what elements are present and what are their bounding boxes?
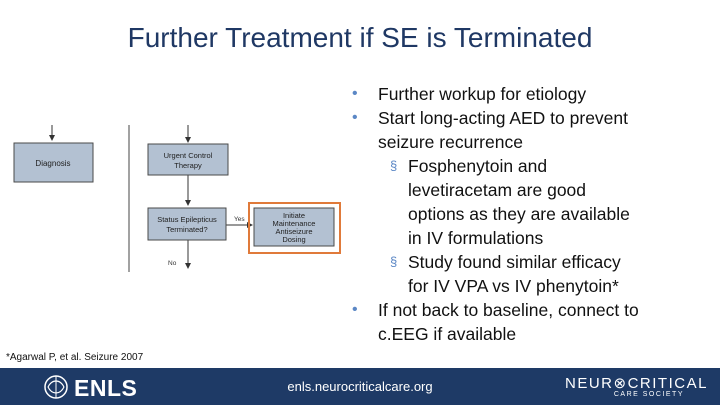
bullet-text: Further workup for etiology bbox=[378, 84, 587, 104]
highlight-frame bbox=[248, 202, 341, 254]
treatment-flowchart: Diagnosis Urgent Control Therapy Status … bbox=[13, 125, 341, 272]
sub-bullet-item: § Study found similar efficacy bbox=[348, 250, 688, 274]
no-label: No bbox=[168, 260, 177, 267]
bullet-text: If not back to baseline, connect to bbox=[378, 300, 639, 320]
sub-bullet-text: in IV formulations bbox=[408, 228, 544, 248]
bullet-text: c.EEG if available bbox=[378, 324, 517, 344]
sub-bullet-continuation: levetiracetam are good bbox=[348, 178, 688, 202]
bullet-continuation: seizure recurrence bbox=[348, 130, 688, 154]
sub-bullet-continuation: for IV VPA vs IV phenytoin* bbox=[348, 274, 688, 298]
initiate-label-2: Maintenance bbox=[273, 219, 316, 228]
urgent-control-label-2: Therapy bbox=[174, 161, 202, 170]
status-epilepticus-box bbox=[147, 207, 227, 241]
enls-logo-icon bbox=[44, 375, 68, 399]
slide-title: Further Treatment if SE is Terminated bbox=[127, 22, 593, 53]
initiate-maintenance-box bbox=[253, 207, 335, 247]
enls-logo-text: ENLS bbox=[74, 375, 138, 401]
sub-bullet-text: Fosphenytoin and bbox=[408, 156, 548, 176]
diagnosis-box bbox=[13, 142, 94, 183]
initiate-label-1: Initiate bbox=[283, 211, 305, 220]
square-bullet-icon: § bbox=[390, 158, 398, 173]
citation: *Agarwal P, et al. Seizure 2007 bbox=[6, 352, 144, 363]
bullet-list: • Further workup for etiology • Start long… bbox=[348, 82, 688, 346]
initiate-label-4: Dosing bbox=[282, 235, 305, 244]
sub-bullet-text: levetiracetam are good bbox=[408, 180, 587, 200]
initiate-label-3: Antiseizure bbox=[275, 227, 312, 236]
bullet-dot-icon: • bbox=[352, 85, 358, 102]
bullet-dot-icon: • bbox=[352, 301, 358, 318]
bullet-item: • Start long-acting AED to prevent bbox=[348, 106, 688, 130]
urgent-control-box bbox=[147, 143, 229, 176]
yes-label: Yes bbox=[234, 216, 245, 223]
neurocritical-care-society-logo: NEUR⊗CRITICAL CARE SOCIETY bbox=[560, 372, 710, 402]
bullet-dot-icon: • bbox=[352, 109, 358, 126]
bullet-item: • Further workup for etiology bbox=[348, 82, 688, 106]
footer-bar: ENLS enls.neurocriticalcare.org NEUR⊗CRI… bbox=[0, 368, 720, 405]
square-bullet-icon: § bbox=[390, 254, 398, 269]
bullet-text: Start long-acting AED to prevent bbox=[378, 108, 628, 128]
bullet-item: • If not back to baseline, connect to bbox=[348, 298, 688, 322]
diagnosis-label: Diagnosis bbox=[35, 159, 70, 168]
status-epilepticus-label-1: Status Epilepticus bbox=[157, 215, 217, 224]
sub-bullet-text: options as they are available bbox=[408, 204, 630, 224]
sub-bullet-text: Study found similar efficacy bbox=[408, 252, 621, 272]
urgent-control-label-1: Urgent Control bbox=[164, 151, 213, 160]
sub-bullet-text: for IV VPA vs IV phenytoin* bbox=[408, 276, 619, 296]
bullet-text: seizure recurrence bbox=[378, 132, 523, 152]
society-name: NEUR⊗CRITICAL bbox=[565, 375, 708, 392]
sub-bullet-continuation: in IV formulations bbox=[348, 226, 688, 250]
sub-bullet-continuation: options as they are available bbox=[348, 202, 688, 226]
society-subtitle: CARE SOCIETY bbox=[613, 391, 684, 398]
bullet-continuation: c.EEG if available bbox=[348, 322, 688, 346]
status-epilepticus-label-2: Terminated? bbox=[166, 225, 207, 234]
sub-bullet-item: § Fosphenytoin and bbox=[348, 154, 688, 178]
footer-url[interactable]: enls.neurocriticalcare.org bbox=[287, 379, 433, 394]
